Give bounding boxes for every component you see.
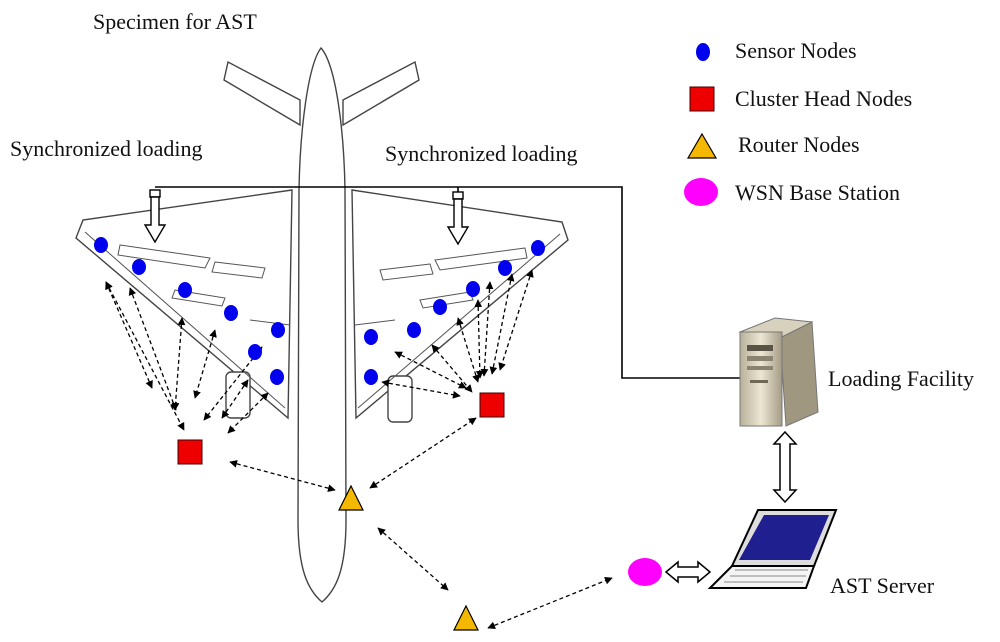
laptop-icon [707,509,838,589]
left-loading-label: Synchronized loading [10,136,202,161]
loading-actuator-right [446,191,470,246]
legend-router-icon [686,132,718,159]
sensor-node [224,305,238,321]
base-to-server-arrow [664,560,712,584]
right-loading-label: Synchronized loading [385,141,577,166]
sensor-node [498,260,512,276]
engine-left [225,371,251,419]
ast-server-label: AST Server [830,573,935,598]
cluster-head-nodes [177,392,505,465]
sensor-node [407,322,421,338]
engine-right [387,375,413,423]
legend-base-station-icon [684,178,718,206]
loading-facility-label: Loading Facility [828,366,974,391]
wireless-links [105,269,613,629]
sensor-node [466,281,480,297]
legend-label-router: Router Nodes [738,132,860,157]
sensor-node [271,322,285,338]
labels: Specimen for AST Synchronized loading Sy… [10,9,974,598]
cluster-head-node [479,392,505,418]
sensor-node [433,299,447,315]
sensor-node [364,329,378,345]
facility-to-server-arrow [772,430,798,504]
router-node [453,604,479,631]
loading-actuator-left [143,189,167,244]
sensor-node [248,344,262,360]
legend-cluster-head-icon [689,86,715,112]
sensor-node [364,369,378,385]
airplane [75,46,569,603]
legend [684,43,718,206]
sensor-node [270,369,284,385]
sensor-node [132,259,146,275]
legend-label-base-station: WSN Base Station [735,180,900,205]
router-node [338,484,364,511]
sensor-node [531,240,545,256]
fuselage [297,46,347,603]
sensor-node [178,282,192,298]
legend-sensor-icon [696,43,710,61]
sensor-nodes [94,237,545,385]
server-tower-icon [738,317,819,427]
wing-left [75,189,293,420]
wsn-base-station [628,558,662,586]
tail-wing-right [342,60,420,127]
specimen-title: Specimen for AST [93,9,257,34]
sensor-node [94,237,108,253]
tail-wing-left [223,60,301,127]
cluster-head-node [177,439,203,465]
legend-label-sensor: Sensor Nodes [735,38,857,63]
legend-label-cluster-head: Cluster Head Nodes [735,86,912,111]
router-nodes [338,484,479,631]
